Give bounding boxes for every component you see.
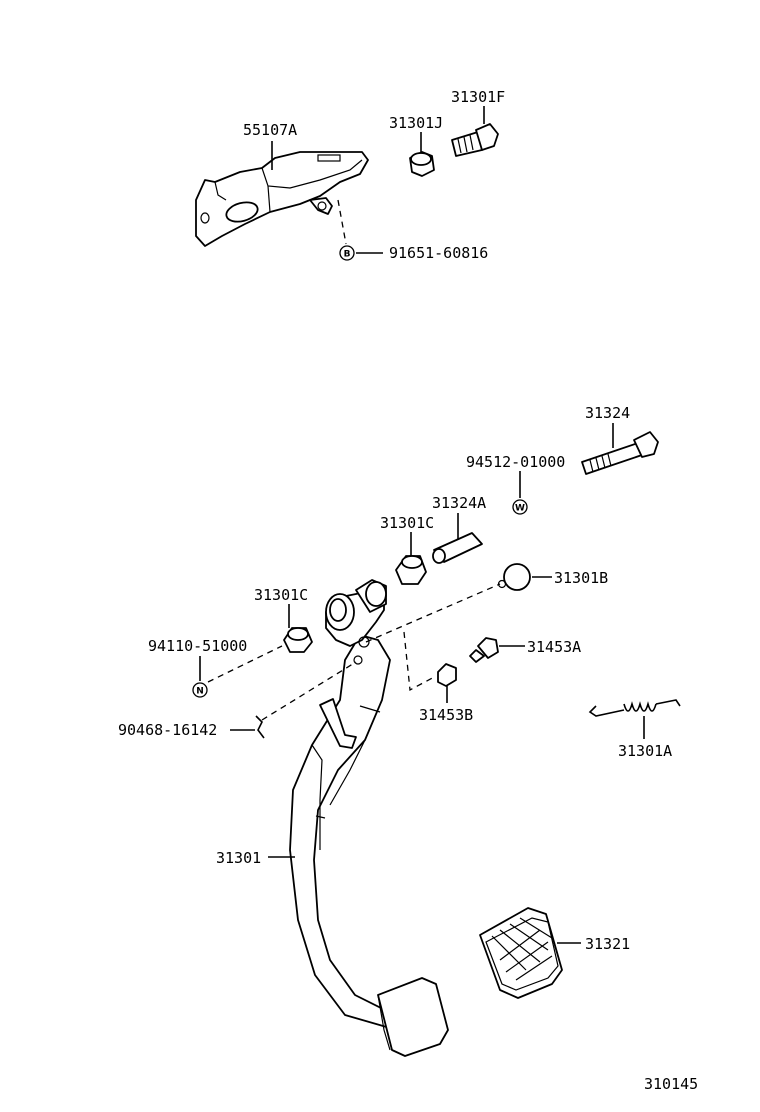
label-90468-16142: 90468-16142 [118, 721, 217, 739]
label-31301B: 31301B [554, 569, 608, 587]
label-31301J: 31301J [389, 114, 443, 132]
marker-n-text: N [196, 687, 204, 697]
marker-b-icon [339, 245, 355, 261]
ball-31301B [497, 563, 531, 591]
dash-bracket-clip [337, 199, 347, 245]
bolt-31324 [581, 431, 659, 475]
label-31324A: 31324A [432, 494, 486, 512]
dash-arm-ball [365, 583, 501, 643]
label-31324: 31324 [585, 404, 630, 422]
bushing-31301C-top [395, 555, 427, 585]
label-94110-51000: 94110-51000 [148, 637, 247, 655]
dash-nclip-bushing [207, 645, 283, 683]
bushing-31301C-mid [283, 627, 313, 653]
label-94512-01000: 94512-01000 [466, 453, 565, 471]
label-31453B: 31453B [419, 706, 473, 724]
marker-w-text: W [515, 504, 525, 514]
label-31301C-mid: 31301C [254, 586, 308, 604]
label-31453A: 31453A [527, 638, 581, 656]
pedal-arm-31301 [289, 634, 391, 1029]
label-31301: 31301 [216, 849, 261, 867]
label-91651-60816: 91651-60816 [389, 244, 488, 262]
pad-cover-31321 [479, 907, 563, 999]
bolt-31453A [469, 637, 499, 663]
label-31301C-top: 31301C [380, 514, 434, 532]
dash-arm-31453B [403, 631, 437, 692]
label-31301F: 31301F [451, 88, 505, 106]
dash-pin-arm [261, 661, 357, 721]
label-31321: 31321 [585, 935, 630, 953]
bushing-31301J [409, 151, 435, 177]
marker-w-icon [512, 499, 528, 515]
pivot-boss [325, 579, 387, 665]
collar-31324A [432, 532, 483, 564]
pedal-pad [377, 977, 449, 1057]
bolt-31301F [451, 123, 499, 157]
spring-31301A [588, 699, 681, 717]
pin-90468 [255, 715, 265, 739]
diagram-id: 310145 [644, 1075, 698, 1093]
label-31301A: 31301A [618, 742, 672, 760]
marker-n-icon [192, 682, 208, 698]
bracket-55107A [195, 151, 369, 247]
bolt-31453B [437, 663, 457, 687]
label-55107A: 55107A [243, 121, 297, 139]
marker-b-text: B [344, 250, 351, 260]
